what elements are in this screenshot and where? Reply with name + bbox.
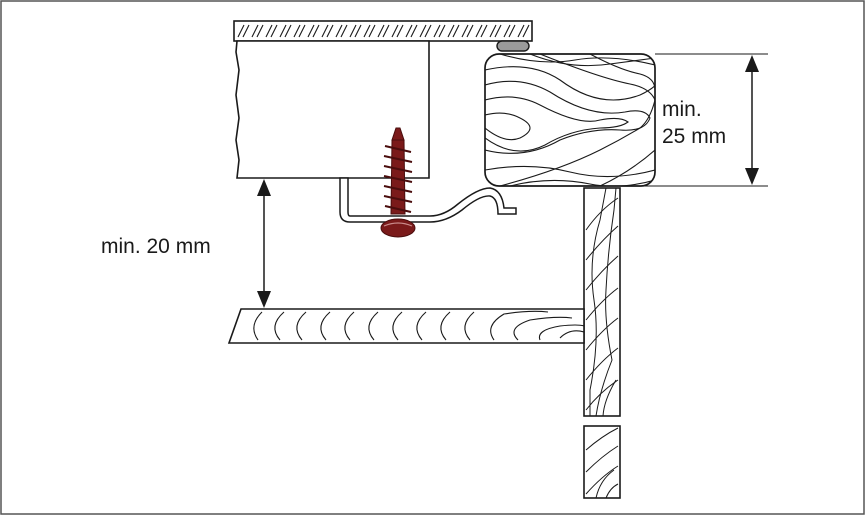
worktop <box>233 20 533 42</box>
shelf-board <box>227 308 585 344</box>
cabinet-side-panel-lower <box>583 425 621 499</box>
cabinet-side-panel <box>583 187 621 417</box>
dimension-gap <box>257 179 271 308</box>
depth-label-line2: 25 mm <box>662 125 726 148</box>
gap-label: min. 20 mm <box>101 235 211 258</box>
screw-icon <box>380 127 416 238</box>
rubber-pad <box>496 40 530 52</box>
dimension-depth <box>620 53 768 187</box>
depth-label-line1: min. <box>662 98 702 121</box>
wood-block <box>484 53 656 187</box>
appliance-body <box>235 40 430 179</box>
mounting-bracket <box>339 177 517 223</box>
